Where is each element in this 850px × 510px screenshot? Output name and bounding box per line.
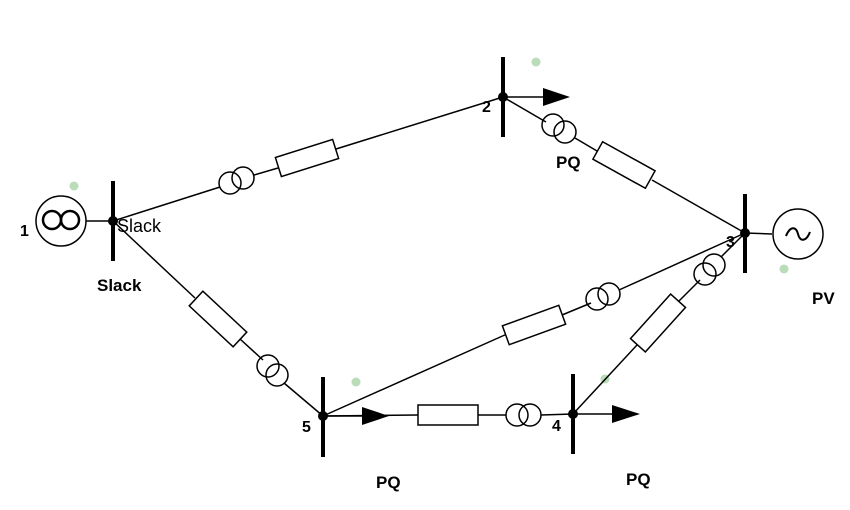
transformer-icon: [553, 120, 577, 144]
transformer-icon: [541, 113, 565, 137]
transformer-icon: [693, 262, 717, 286]
transformer-icon: [585, 287, 609, 311]
bus-number-1: 1: [20, 223, 29, 240]
bus-node-1: [108, 216, 118, 226]
bus-type-label-2: PQ: [556, 153, 581, 172]
bus-number-2: 2: [482, 99, 491, 116]
marker-dot: [69, 181, 79, 191]
bus-number-4: 4: [552, 418, 561, 435]
bus-number-3: 3: [726, 234, 735, 251]
transformer-icon: [597, 282, 621, 306]
load-arrow-icon: [573, 405, 640, 423]
bus-inline-label-1: Slack: [117, 216, 162, 236]
generator-icon: [772, 208, 824, 260]
branch-1-2: [112, 96, 504, 222]
marker-dot: [779, 264, 789, 274]
bus-type-label-3: PV: [812, 289, 835, 308]
marker-dot: [531, 57, 541, 67]
transformer-icon: [265, 363, 289, 387]
transformer-icon: [518, 403, 542, 427]
bus-number-5: 5: [302, 419, 311, 436]
transformer-icon: [218, 171, 242, 195]
impedance-icon: [417, 404, 479, 426]
branch-2-3: [502, 96, 746, 234]
bus-node-3: [740, 228, 750, 238]
branch-4-3: [572, 232, 746, 415]
bus-type-label-5: PQ: [376, 473, 401, 492]
branch-5-4: [322, 403, 574, 427]
branch-1-5: [112, 220, 324, 417]
infinite-bus-icon: [35, 195, 87, 247]
transformer-icon: [231, 166, 255, 190]
impedance-icon: [501, 304, 567, 346]
transformer-icon: [702, 253, 726, 277]
transformer-icon: [505, 403, 529, 427]
impedance-icon: [629, 292, 687, 354]
impedance-icon: [274, 138, 340, 178]
load-arrow-icon: [323, 407, 389, 425]
branch-5-3: [322, 232, 746, 417]
impedance-icon: [188, 290, 248, 348]
bus-type-label-4: PQ: [626, 470, 651, 489]
marker-dot: [351, 377, 361, 387]
transformer-icon: [256, 354, 280, 378]
bus-type-label-1: Slack: [97, 276, 142, 295]
load-arrow-icon: [503, 88, 570, 106]
impedance-icon: [591, 140, 657, 190]
